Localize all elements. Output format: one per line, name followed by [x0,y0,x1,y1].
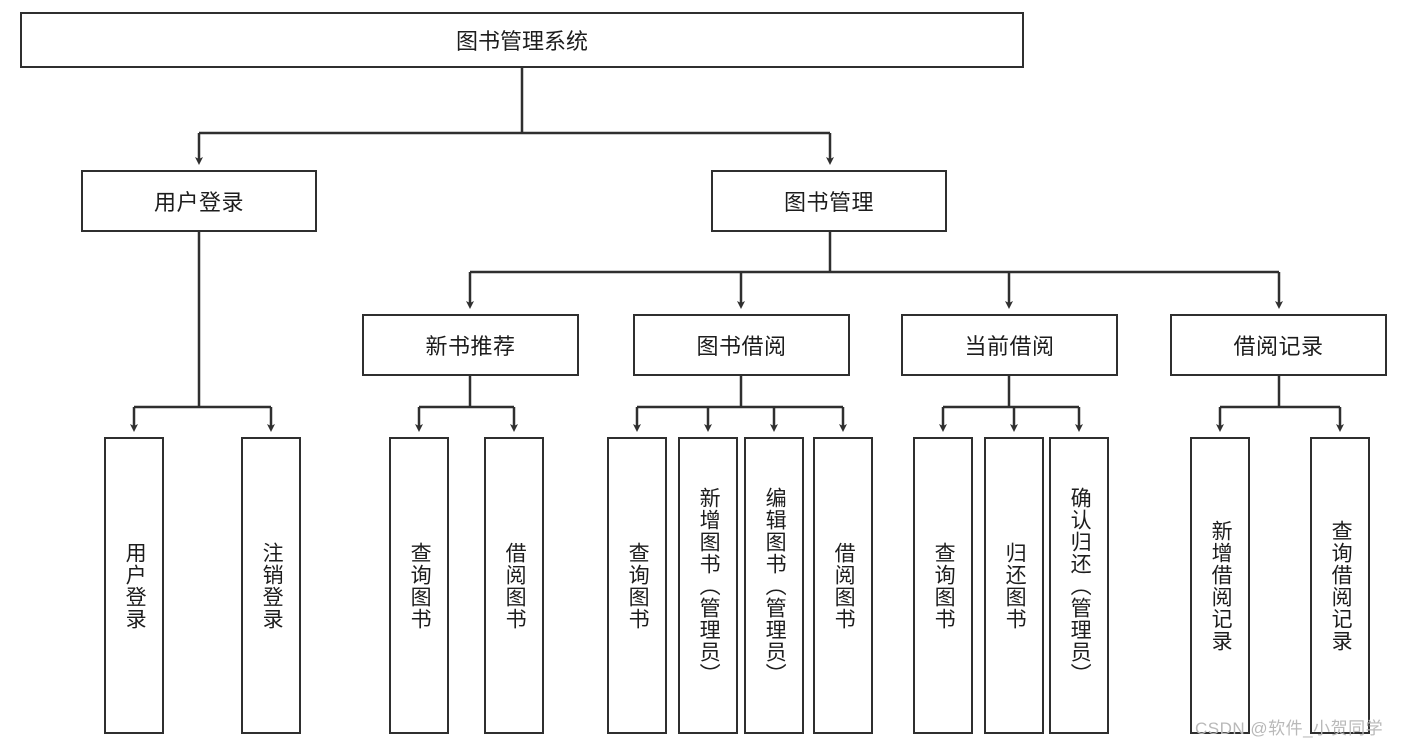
node-root[interactable]: 图书管理系统 [20,12,1024,68]
leaf-add-book-admin[interactable]: 新增图书（管理员） [678,437,738,734]
leaf-logout-label: 注销登录 [260,541,284,630]
leaf-logout[interactable]: 注销登录 [241,437,301,734]
leaf-query-book-current-label: 查询图书 [932,541,956,630]
node-user-login-label: 用户登录 [153,190,244,215]
watermark: CSDN @软件_小贺同学 [1195,719,1384,738]
leaf-query-book-borrow[interactable]: 查询图书 [607,437,667,734]
leaf-borrow-book-recommend-label: 借阅图书 [503,541,527,630]
leaf-edit-book-admin[interactable]: 编辑图书（管理员） [744,437,804,734]
leaf-add-borrow-record-label: 新增借阅记录 [1209,519,1233,652]
node-root-label: 图书管理系统 [455,29,588,54]
leaf-add-borrow-record[interactable]: 新增借阅记录 [1190,437,1250,734]
leaf-confirm-return-admin[interactable]: 确认归还（管理员） [1049,437,1109,734]
leaf-borrow-book-recommend[interactable]: 借阅图书 [484,437,544,734]
leaf-edit-book-admin-label: 编辑图书（管理员） [763,486,787,685]
node-current-borrow-label: 当前借阅 [964,334,1055,359]
node-borrow-record-label: 借阅记录 [1233,334,1324,359]
node-new-book-recommend-label: 新书推荐 [425,334,516,359]
leaf-confirm-return-admin-label: 确认归还（管理员） [1068,486,1092,685]
leaf-query-book-recommend[interactable]: 查询图书 [389,437,449,734]
leaf-query-book-borrow-label: 查询图书 [626,541,650,630]
node-current-borrow[interactable]: 当前借阅 [901,314,1118,376]
node-book-management-label: 图书管理 [783,190,874,215]
leaf-user-login[interactable]: 用户登录 [104,437,164,734]
node-book-borrow-label: 图书借阅 [696,334,787,359]
leaf-query-book-recommend-label: 查询图书 [408,541,432,630]
leaf-user-login-label: 用户登录 [123,541,147,630]
leaf-query-book-current[interactable]: 查询图书 [913,437,973,734]
leaf-borrow-book[interactable]: 借阅图书 [813,437,873,734]
leaf-query-borrow-record-label: 查询借阅记录 [1329,519,1353,652]
node-user-login[interactable]: 用户登录 [81,170,317,232]
leaf-return-book-label: 归还图书 [1003,541,1027,630]
leaf-borrow-book-label: 借阅图书 [832,541,856,630]
leaf-query-borrow-record[interactable]: 查询借阅记录 [1310,437,1370,734]
leaf-return-book[interactable]: 归还图书 [984,437,1044,734]
node-new-book-recommend[interactable]: 新书推荐 [362,314,579,376]
node-book-borrow[interactable]: 图书借阅 [633,314,850,376]
leaf-add-book-admin-label: 新增图书（管理员） [697,486,721,685]
node-borrow-record[interactable]: 借阅记录 [1170,314,1387,376]
node-book-management[interactable]: 图书管理 [711,170,947,232]
